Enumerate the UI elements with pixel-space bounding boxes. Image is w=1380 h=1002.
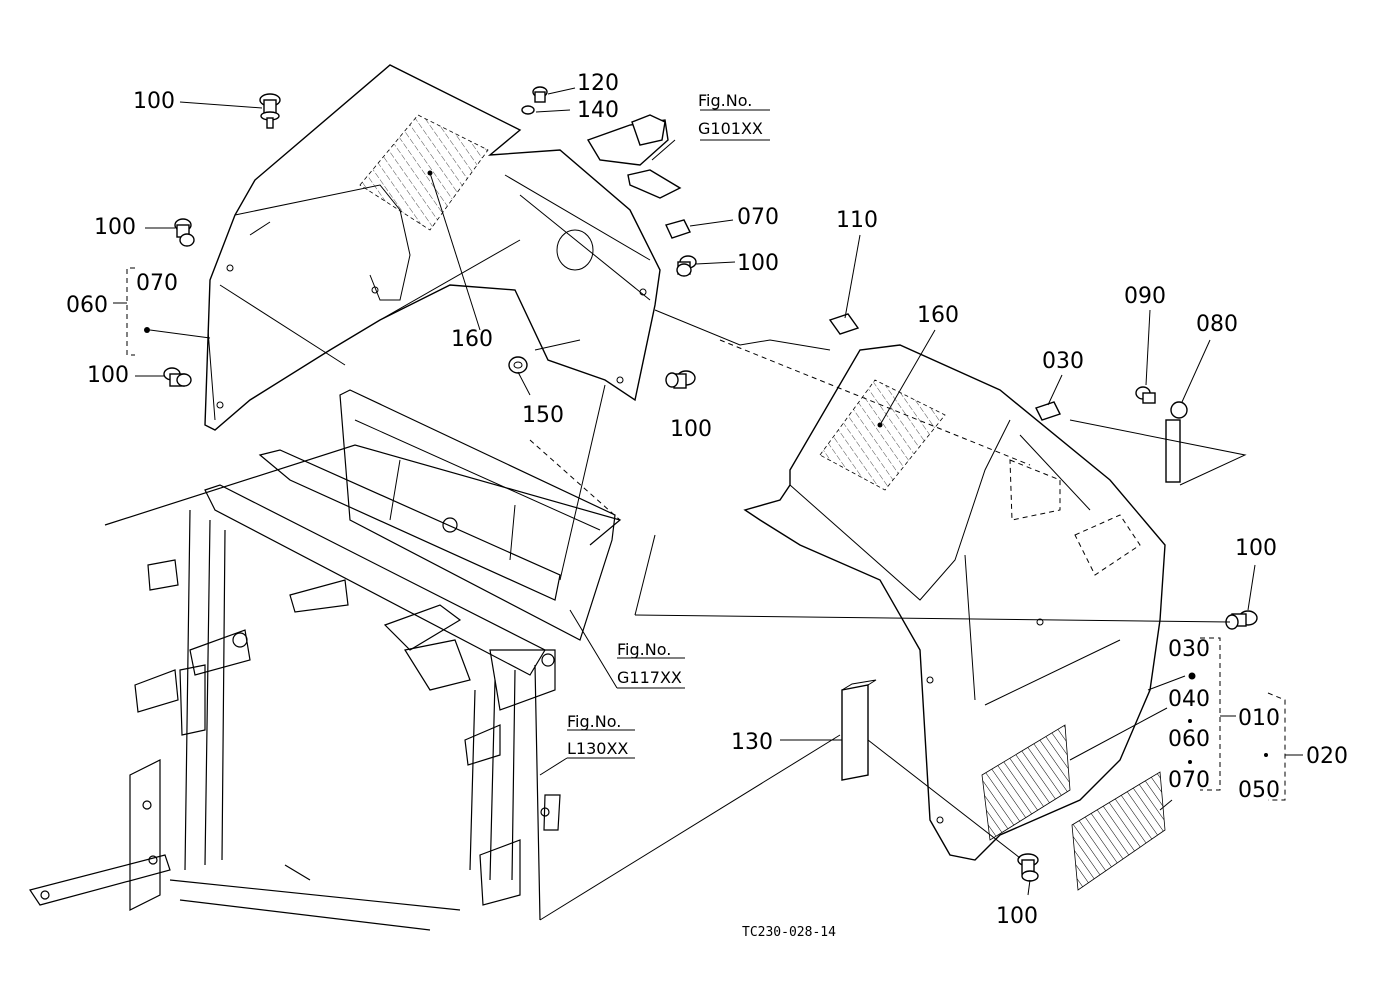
callout-050: 050: [1238, 778, 1280, 803]
callout-070-mid: 070: [737, 205, 779, 230]
callout-020: 020: [1306, 744, 1348, 769]
washer-140: [521, 105, 535, 115]
callout-140: 140: [577, 98, 619, 123]
bolt-090: [1135, 386, 1156, 404]
figref-g117xx-label: Fig.No.: [617, 640, 671, 659]
frame-structure: [29, 389, 622, 931]
callout-100-right: 100: [1235, 536, 1277, 561]
left-fender-part: [204, 64, 661, 431]
clamp-110: [828, 313, 860, 335]
bolt-100-mid-lower: [665, 370, 696, 389]
figref-l130xx-number: L130XX: [567, 739, 628, 758]
callout-labels: 100 120 140 100 070 060 100 160 150 100 …: [66, 71, 1348, 929]
group-brackets: [113, 267, 1303, 801]
callout-100-left-upper: 100: [94, 215, 136, 240]
block-130: [841, 679, 877, 781]
callout-040: 040: [1168, 687, 1210, 712]
drawing-code: TC230-028-14: [742, 925, 836, 940]
bolt-100-right: [1225, 610, 1258, 630]
decal-050: [1071, 771, 1166, 891]
bolt-100-left-upper: [174, 218, 195, 247]
callout-100-mid-right: 100: [737, 251, 779, 276]
callout-150: 150: [522, 403, 564, 428]
callout-070-group: 070: [1168, 768, 1210, 793]
strap-080: [1165, 401, 1188, 483]
clip-070: [665, 219, 691, 239]
bolt-100-mid-right: [676, 255, 697, 277]
bolt-120: [532, 86, 548, 103]
callout-130: 130: [731, 730, 773, 755]
figref-l130xx-label: Fig.No.: [567, 712, 621, 731]
figure-references: Fig.No. G101XX Fig.No. G117XX Fig.No. L1…: [567, 91, 763, 758]
figref-g101xx-number: G101XX: [698, 119, 763, 138]
callout-100-top: 100: [133, 89, 175, 114]
callout-060-left: 060: [66, 293, 108, 318]
hardware-parts: [163, 86, 1258, 891]
bolt-100-left-lower: [163, 367, 192, 387]
callout-010: 010: [1238, 706, 1280, 731]
callout-160-right: 160: [917, 303, 959, 328]
bolt-100-top: [259, 93, 281, 129]
callout-090: 090: [1124, 284, 1166, 309]
callout-080: 080: [1196, 312, 1238, 337]
callout-030-group: 030: [1168, 637, 1210, 662]
callout-120: 120: [577, 71, 619, 96]
callout-100-left-lower: 100: [87, 363, 129, 388]
callout-160-left: 160: [451, 327, 493, 352]
figref-g117xx-number: G117XX: [617, 668, 682, 687]
nut-150: [508, 356, 528, 374]
callout-060-group: 060: [1168, 727, 1210, 752]
right-fender-part: [743, 344, 1166, 861]
callout-100-mid-lower: 100: [670, 417, 712, 442]
callout-070-left: 070: [136, 271, 178, 296]
bolt-100-bottom: [1017, 853, 1039, 882]
figref-g101xx-label: Fig.No.: [698, 91, 752, 110]
callout-030-top: 030: [1042, 349, 1084, 374]
leader-lines: [135, 87, 1256, 921]
part-g101xx: [586, 114, 682, 199]
callout-100-bottom: 100: [996, 904, 1038, 929]
callout-110: 110: [836, 208, 878, 233]
